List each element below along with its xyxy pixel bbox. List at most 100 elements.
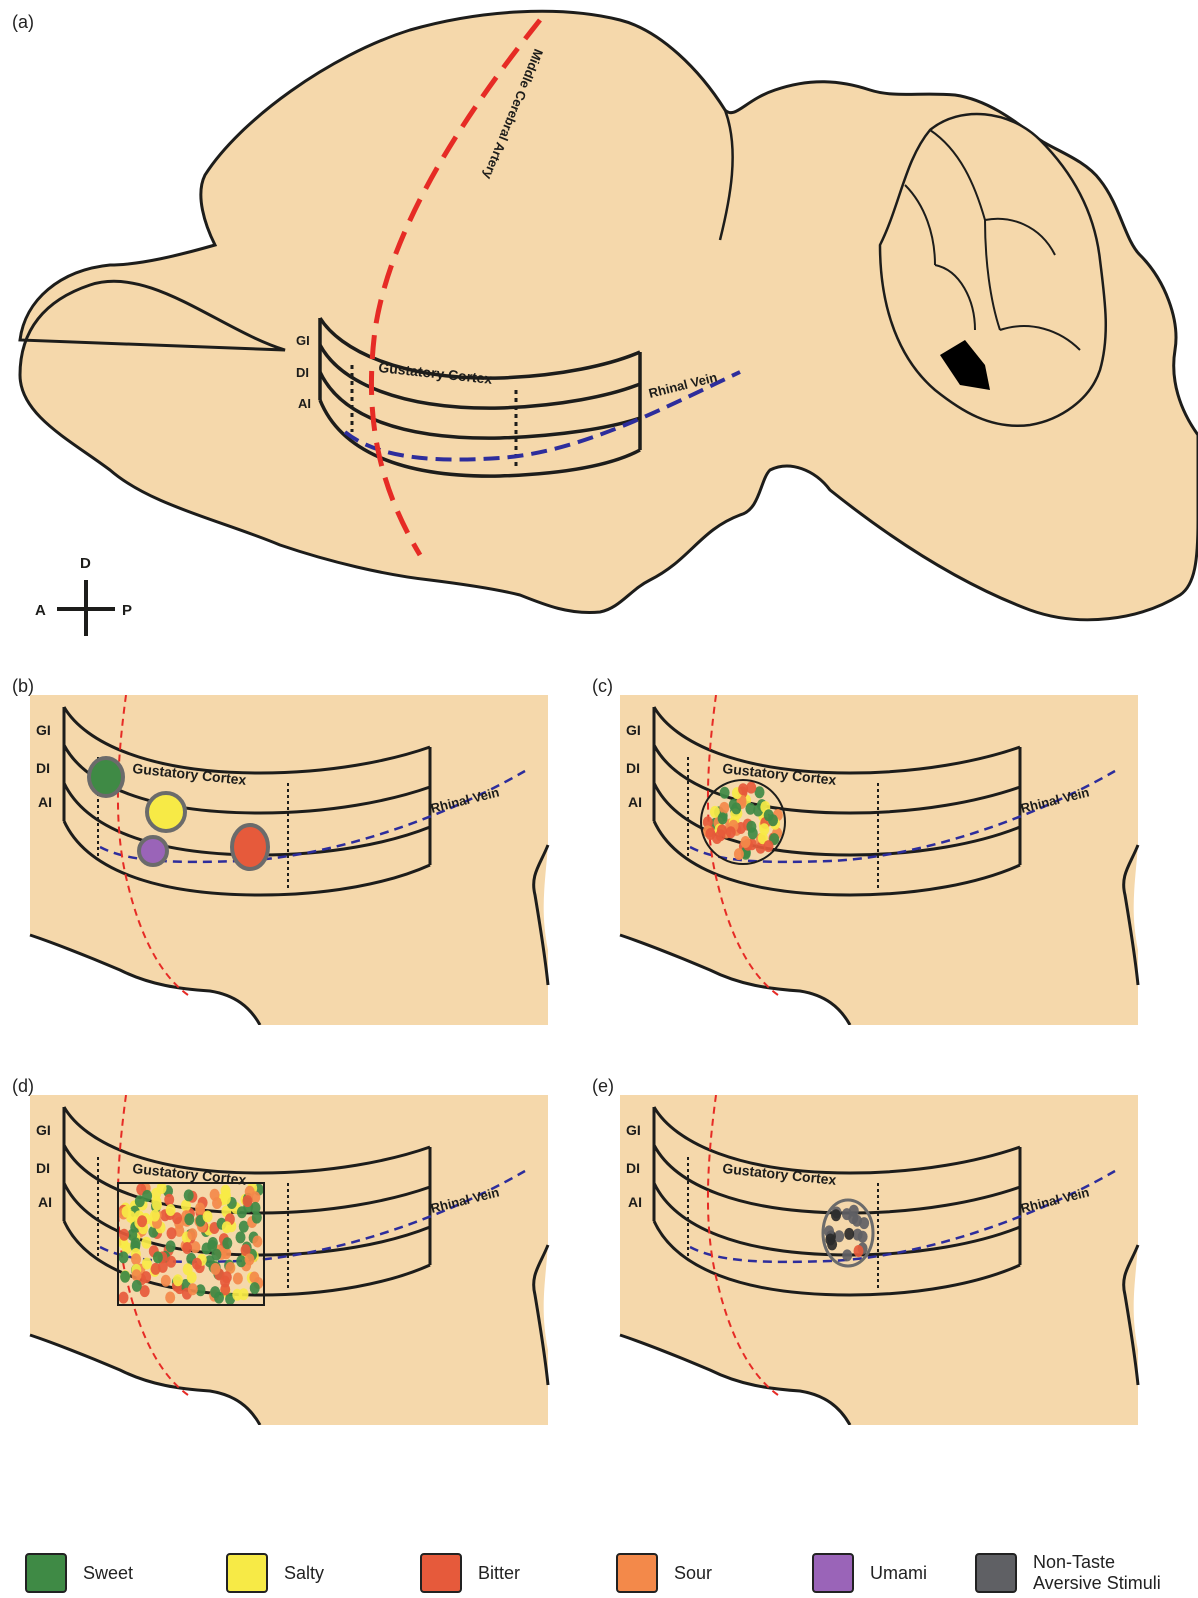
legend-label-sweet: Sweet [83,1563,133,1584]
legend-label-bitter: Bitter [478,1563,520,1584]
legend-item-umami: Umami [812,1548,927,1598]
taste-neuron-dot [249,1272,259,1284]
layer-label-gi: GI [296,333,310,348]
taste-neuron-dot [184,1189,194,1201]
layer-label-ai: AI [628,794,642,810]
taste-neuron-dot [831,1209,841,1221]
layer-label-gi: GI [36,1122,51,1138]
taste-neuron-dot [210,1263,220,1275]
legend-item-sour: Sour [616,1548,712,1598]
taste-neuron-dot [166,1204,176,1216]
taste-neuron-dot [236,1255,246,1267]
panel-label-d: (d) [12,1076,34,1097]
taste-neuron-dot [119,1229,129,1241]
taste-neuron-dot [746,821,756,833]
legend-swatch-bitter [420,1553,462,1593]
taste-neuron-dot [173,1274,183,1286]
taste-neuron-dot [184,1213,194,1225]
taste-neuron-dot [849,1205,859,1217]
taste-neuron-dot [167,1227,177,1239]
layer-label-ai: AI [298,396,311,411]
taste-neuron-dot [842,1249,852,1261]
legend-label-aversive-stimuli: Aversive Stimuli [1033,1573,1161,1594]
layer-label-di: DI [36,760,50,776]
taste-neuron-dot [152,1199,162,1211]
taste-neuron-dot [120,1271,130,1283]
taste-neuron-dot [210,1286,220,1298]
taste-neuron-dot [745,803,755,815]
taste-neuron-dot [825,1234,835,1246]
taste-neuron-dot [153,1251,163,1263]
legend-swatch-non-taste-aversive [975,1553,1017,1593]
taste-neuron-dot [207,1240,217,1252]
taste-neuron-dot [119,1292,129,1304]
taste-neuron-dot [137,1215,147,1227]
taste-neuron-dot [195,1203,205,1215]
taste-neuron-dot [854,1245,864,1257]
taste-neuron-dot [132,1269,142,1281]
taste-neuron-dot [236,1231,246,1243]
legend-item-sweet: Sweet [25,1548,133,1598]
taste-neuron-dot [142,1258,152,1270]
layer-label-di: DI [296,365,309,380]
taste-neuron-dot [705,828,715,840]
taste-neuron-dot [726,826,736,838]
compass-a: A [35,602,46,619]
taste-neuron-dot [764,840,774,852]
taste-neuron-dot [232,1289,242,1301]
taste-neuron-dot [161,1275,171,1287]
taste-neuron-dot [716,829,726,841]
legend-swatch-salty [226,1553,268,1593]
legend-swatch-umami [812,1553,854,1593]
layer-label-di: DI [626,760,640,776]
layer-label-gi: GI [626,722,641,738]
taste-neuron-dot [188,1283,198,1295]
taste-neuron-dot [738,783,748,795]
taste-neuron-dot [764,809,774,821]
layer-label-ai: AI [38,794,52,810]
layer-label-gi: GI [36,722,51,738]
layer-label-gi: GI [626,1122,641,1138]
taste-neuron-dot [734,848,744,860]
compass-p: P [122,602,132,619]
taste-neuron-dot [182,1242,192,1254]
taste-neuron-dot [192,1258,202,1270]
legend-item-salty: Salty [226,1548,324,1598]
legend-swatch-sour [616,1553,658,1593]
taste-neuron-dot [720,787,730,799]
taste-neuron-dot [187,1228,197,1240]
taste-neuron-dot [759,823,769,835]
taste-neuron-dot [741,836,751,848]
legend-label-non-taste: Non-Taste [1033,1552,1161,1573]
taste-neuron-dot [150,1210,160,1222]
taste-neuron-dot [131,1253,141,1265]
legend-item-bitter: Bitter [420,1548,520,1598]
taste-legend: Sweet Salty Bitter Sour Umami Non-Taste … [0,1548,1198,1598]
taste-neuron-dot [222,1237,232,1249]
taste-neuron-dot [165,1292,175,1304]
panel-label-c: (c) [592,676,613,697]
taste-neuron-dot [221,1193,231,1205]
legend-label-salty: Salty [284,1563,324,1584]
panel-label-b: (b) [12,676,34,697]
taste-neuron-dot [250,1282,260,1294]
taste-neuron-dot [210,1189,220,1201]
taste-neuron-dot [183,1263,193,1275]
layer-label-ai: AI [38,1194,52,1210]
legend-label-sour: Sour [674,1563,712,1584]
taste-neuron-dot [222,1221,232,1233]
layer-label-di: DI [36,1160,50,1176]
taste-neuron-dot [166,1240,176,1252]
layer-label-di: DI [626,1160,640,1176]
legend-swatch-sweet [25,1553,67,1593]
layer-label-ai: AI [628,1194,642,1210]
taste-neuron-dot [245,1253,255,1265]
taste-neuron-dot [135,1195,145,1207]
taste-neuron-dot [122,1206,132,1218]
legend-item-non-taste-aversive: Non-Taste Aversive Stimuli [975,1548,1161,1598]
taste-neuron-dot [718,812,728,824]
